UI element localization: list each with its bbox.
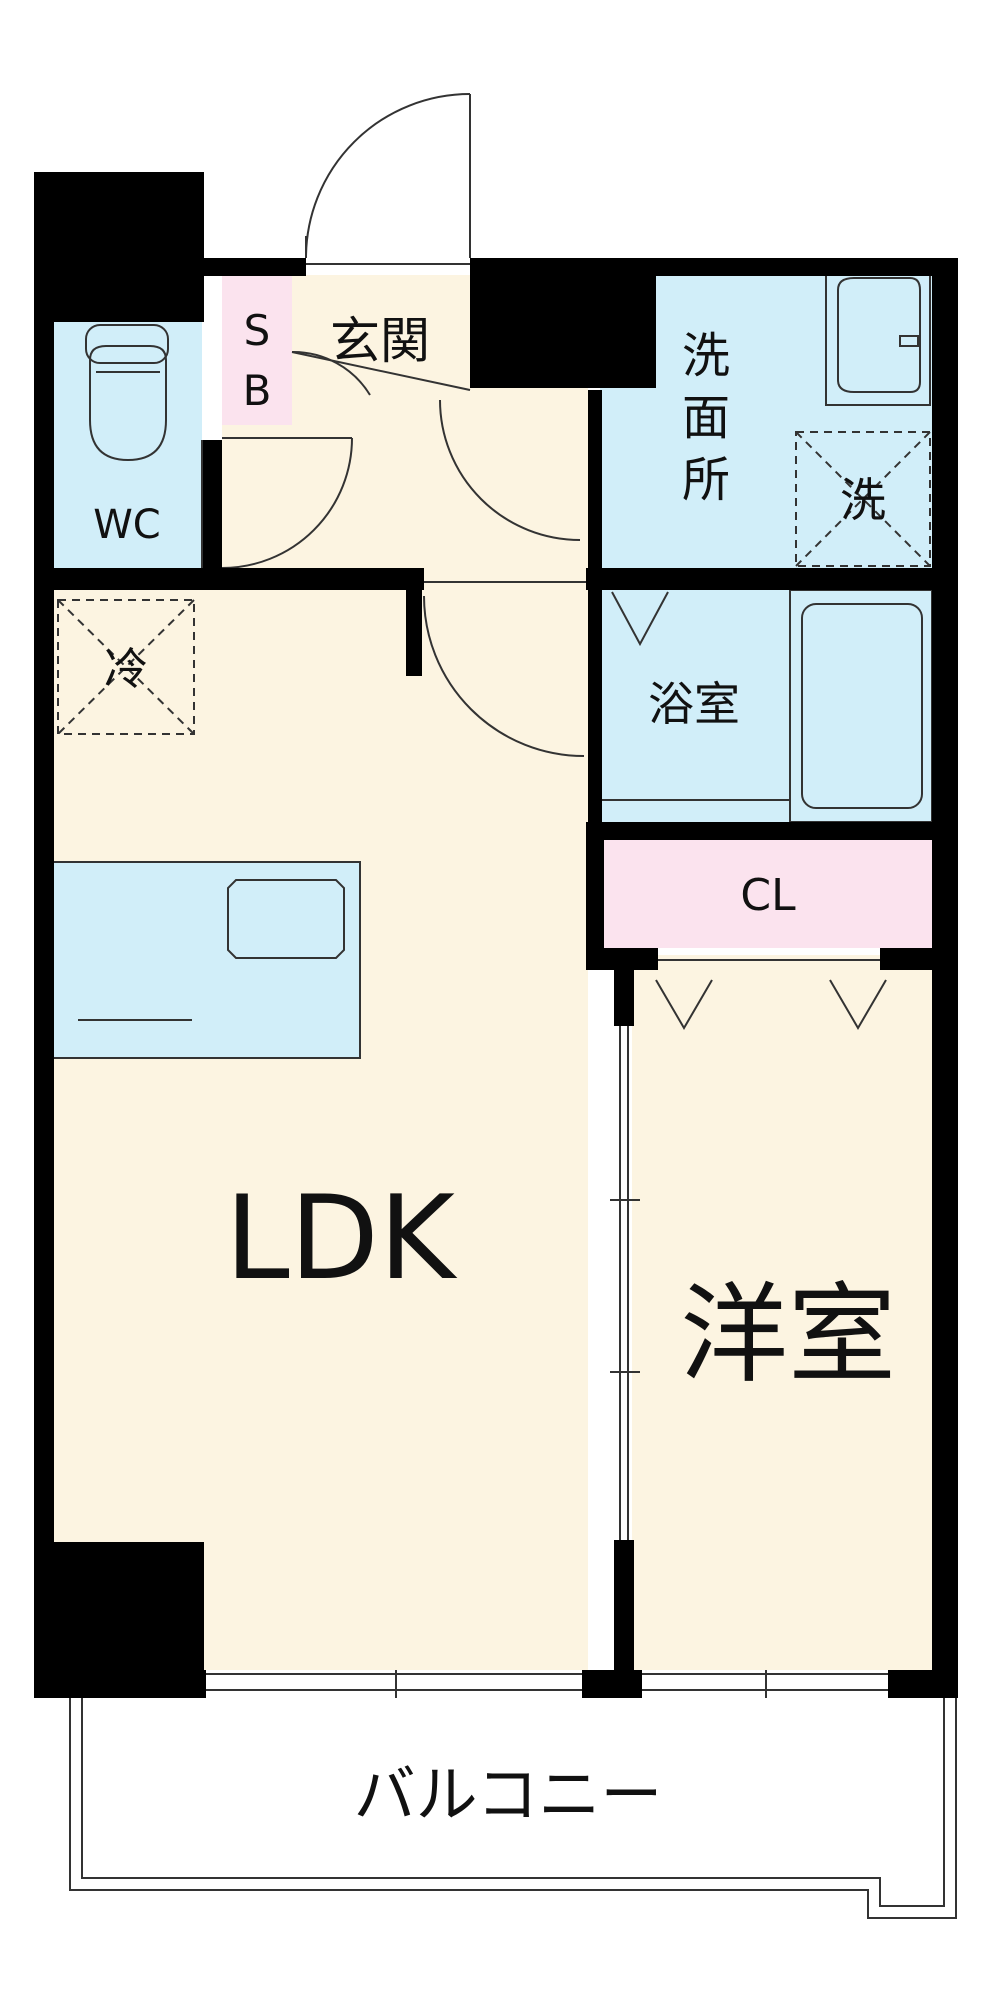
- toilet-fixture: [85, 324, 169, 462]
- labels: 玄関 S B WC 洗 面 所 洗 冷 浴室 CL LDK 洋室 バルコニー: [93, 306, 896, 1831]
- balcony-outline: [69, 1698, 957, 1919]
- floors: [51, 272, 932, 1670]
- washer-label: 洗: [840, 473, 886, 527]
- toilet-door-arc: [221, 437, 353, 569]
- washroom-label-2: 面: [682, 390, 730, 446]
- closet-label: CL: [740, 870, 796, 921]
- toilet-label: WC: [93, 502, 160, 548]
- balcony-label: バルコニー: [354, 1758, 663, 1831]
- walls: [34, 172, 958, 1698]
- shoebox-door-arc: [291, 350, 371, 396]
- shoebox-floor: [222, 275, 292, 425]
- entrance-label: 玄関: [330, 312, 430, 370]
- washroom-label-1: 洗: [682, 328, 730, 384]
- closet-door-mark-right: [829, 979, 887, 1030]
- bath-door-mark: [611, 591, 669, 647]
- ldk-label: LDK: [225, 1171, 458, 1306]
- kitchen-counter: [51, 861, 361, 1059]
- front-door-arc: [305, 93, 471, 259]
- ldk-door-arc: [423, 595, 585, 757]
- shoebox-label-s: S: [244, 306, 271, 355]
- western-room-label: 洋室: [680, 1273, 896, 1398]
- closet-floor: [600, 840, 932, 948]
- ldk-floor: [52, 590, 588, 1670]
- bathroom-label: 浴室: [648, 677, 740, 731]
- shoebox-label-b: B: [243, 366, 272, 415]
- door-swings: [221, 93, 585, 757]
- wash-door-arc: [439, 399, 581, 541]
- shoebox-door: [291, 351, 471, 391]
- kitchen-sink: [227, 879, 345, 959]
- partitions: [201, 263, 888, 1698]
- bathroom-floor: [600, 590, 932, 822]
- closet-door-mark-left: [655, 979, 713, 1030]
- washroom-label-3: 所: [682, 452, 730, 508]
- fridge-label: 冷: [104, 644, 148, 695]
- washer-space: [795, 431, 931, 567]
- western-floor: [632, 955, 932, 1670]
- fridge-space: [57, 599, 195, 735]
